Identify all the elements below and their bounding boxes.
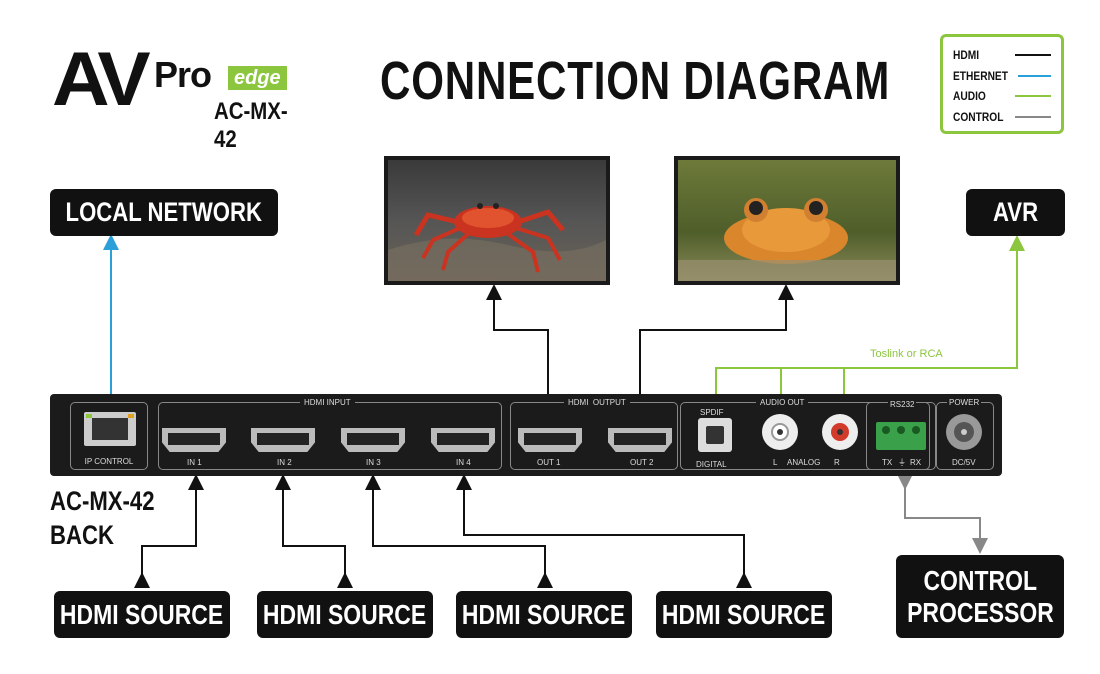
rs232-label: RS232: [888, 400, 917, 409]
control-processor-label-1: CONTROL: [923, 564, 1037, 596]
local-network-label: LOCAL NETWORK: [65, 197, 263, 227]
digital-label: DIGITAL: [696, 460, 727, 469]
ground-icon: ⏚: [898, 458, 906, 467]
legend-swatch-control: [1015, 115, 1051, 118]
legend-row-audio: AUDIO: [953, 86, 1051, 107]
audio-note: Toslink or RCA: [870, 348, 943, 360]
legend-row-hdmi: HDMI: [953, 45, 1051, 66]
back-label: AC-MX-42 BACK: [50, 484, 155, 552]
ip-control-label: IP CONTROL: [84, 457, 134, 466]
out2-label: OUT 2: [630, 458, 654, 467]
analog-label: ANALOG: [787, 458, 821, 467]
logo-model-number: AC-MX-42: [214, 98, 288, 153]
tx-label: TX: [882, 458, 893, 467]
legend-swatch-hdmi: [1015, 54, 1051, 57]
out1-label: OUT 1: [537, 458, 561, 467]
spdif-label: SPDIF: [700, 408, 724, 417]
rca-left-port-icon: [762, 414, 798, 450]
control-line: [897, 474, 988, 554]
in1-label: IN 1: [187, 458, 202, 467]
legend-swatch-ethernet: [1017, 74, 1051, 77]
in2-label: IN 2: [277, 458, 292, 467]
hdmi-out1-port-icon: [518, 428, 582, 452]
analog-l-label: L: [773, 458, 778, 467]
legend: HDMI ETHERNET AUDIO CONTROL: [940, 34, 1064, 134]
rj45-port-icon: [84, 412, 136, 446]
diagram-title: CONNECTION DIAGRAM: [380, 51, 891, 111]
hdmi-source-label: HDMI SOURCE: [60, 598, 224, 630]
legend-label: ETHERNET: [953, 68, 1008, 83]
tv-display-2: [674, 156, 900, 285]
hdmi-source-label: HDMI SOURCE: [263, 598, 427, 630]
control-processor-label-2: PROCESSOR: [906, 596, 1054, 628]
hdmi-source-label: HDMI SOURCE: [662, 598, 826, 630]
hdmi-source-box-1: HDMI SOURCE: [54, 591, 230, 638]
rs232-terminal-icon: [876, 422, 926, 450]
hdmi-out2-line: [639, 284, 794, 428]
ip-control-group: [70, 402, 148, 470]
hdmi-in3-port-icon: [341, 428, 405, 452]
legend-label: HDMI: [953, 48, 980, 63]
ac-mx-42-back-panel: IP CONTROL HDMI INPUT IN 1 IN 2 IN 3 IN …: [50, 394, 1002, 476]
hdmi-source-box-3: HDMI SOURCE: [456, 591, 632, 638]
dc5v-label: DC/5V: [952, 458, 976, 467]
logo-av-text: AV: [52, 37, 151, 122]
hdmi-in1-line: [134, 474, 204, 588]
avr-box: AVR: [966, 189, 1065, 236]
avpro-edge-logo: AV Pro edge AC-MX-42: [52, 37, 322, 154]
analog-r-label: R: [834, 458, 840, 467]
tv-display-1: [384, 156, 610, 285]
local-network-box: LOCAL NETWORK: [50, 189, 278, 236]
hdmi-in3-line: [365, 474, 553, 588]
power-jack-icon: [946, 414, 982, 450]
logo-edge-text: edge: [228, 66, 287, 90]
hdmi-in4-line: [456, 474, 752, 588]
legend-row-ethernet: ETHERNET: [953, 66, 1051, 87]
hdmi-source-box-4: HDMI SOURCE: [656, 591, 832, 638]
crab-image: [388, 160, 606, 281]
hdmi-in1-port-icon: [162, 428, 226, 452]
hdmi-out2-port-icon: [608, 428, 672, 452]
rx-label: RX: [910, 458, 922, 467]
control-processor-box: CONTROL PROCESSOR: [896, 555, 1064, 638]
hdmi-in4-port-icon: [431, 428, 495, 452]
hdmi-in2-line: [275, 474, 353, 588]
audio-out-label: AUDIO OUT: [756, 398, 809, 407]
hdmi-output-label: HDMI OUTPUT: [564, 398, 630, 407]
legend-label: CONTROL: [953, 109, 1004, 124]
hdmi-source-label: HDMI SOURCE: [462, 598, 626, 630]
legend-swatch-audio: [1015, 95, 1051, 98]
toslink-port-icon: [698, 418, 732, 452]
hdmi-input-label: HDMI INPUT: [300, 398, 355, 407]
in4-label: IN 4: [456, 458, 471, 467]
in3-label: IN 3: [366, 458, 381, 467]
back-label-back: BACK: [50, 520, 114, 550]
logo-pro-text: Pro: [154, 54, 212, 95]
hdmi-out1-line: [486, 284, 549, 428]
hdmi-source-box-2: HDMI SOURCE: [257, 591, 433, 638]
hdmi-in2-port-icon: [251, 428, 315, 452]
rca-right-port-icon: [822, 414, 858, 450]
back-label-model: AC-MX-42: [50, 486, 155, 516]
avr-label: AVR: [992, 197, 1039, 227]
power-label: POWER: [947, 398, 982, 407]
frog-image: [678, 160, 896, 281]
legend-row-control: CONTROL: [953, 107, 1051, 128]
audio-line: [715, 235, 1025, 398]
legend-label: AUDIO: [953, 89, 986, 104]
